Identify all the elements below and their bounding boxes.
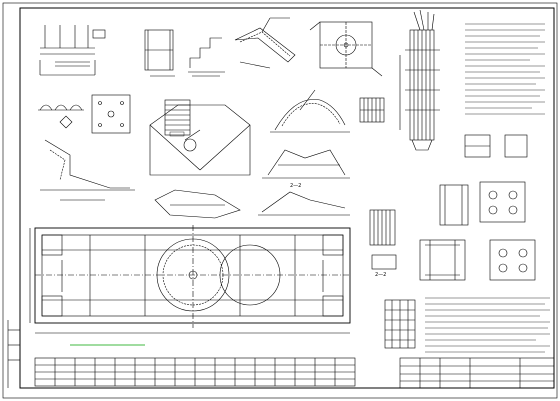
anchor-symbols: [38, 104, 84, 129]
section-2-2: 2—2: [262, 149, 350, 189]
footing-details-right: [419, 134, 536, 281]
rebar-cage: [384, 299, 416, 349]
grid-plate: [91, 94, 131, 134]
construction-notes: [425, 297, 550, 353]
hill-section: [270, 89, 350, 133]
slope-detail-top: [234, 17, 296, 69]
inner-frame: [19, 7, 555, 389]
section-2-label: 2—2: [290, 183, 301, 189]
base-plate-top: [309, 21, 383, 77]
rebar-box: [359, 97, 385, 123]
wall-detail: [154, 189, 241, 219]
anchor-bolt-detail: [39, 25, 106, 76]
step-detail: [188, 37, 225, 77]
column-section: 2—2: [369, 209, 397, 278]
slope-section-left: [40, 139, 135, 201]
plate-detail: [144, 29, 175, 77]
pile-elevation: [399, 9, 440, 151]
design-notes: [465, 23, 545, 115]
slope-plan: [149, 104, 251, 176]
foundation-plan: [29, 225, 351, 334]
quantity-table: [34, 357, 356, 387]
binding-strip: [7, 320, 20, 388]
title-block: [399, 357, 555, 389]
section-2-label-right: 2—2: [375, 272, 386, 278]
section-1-1: [258, 191, 350, 216]
